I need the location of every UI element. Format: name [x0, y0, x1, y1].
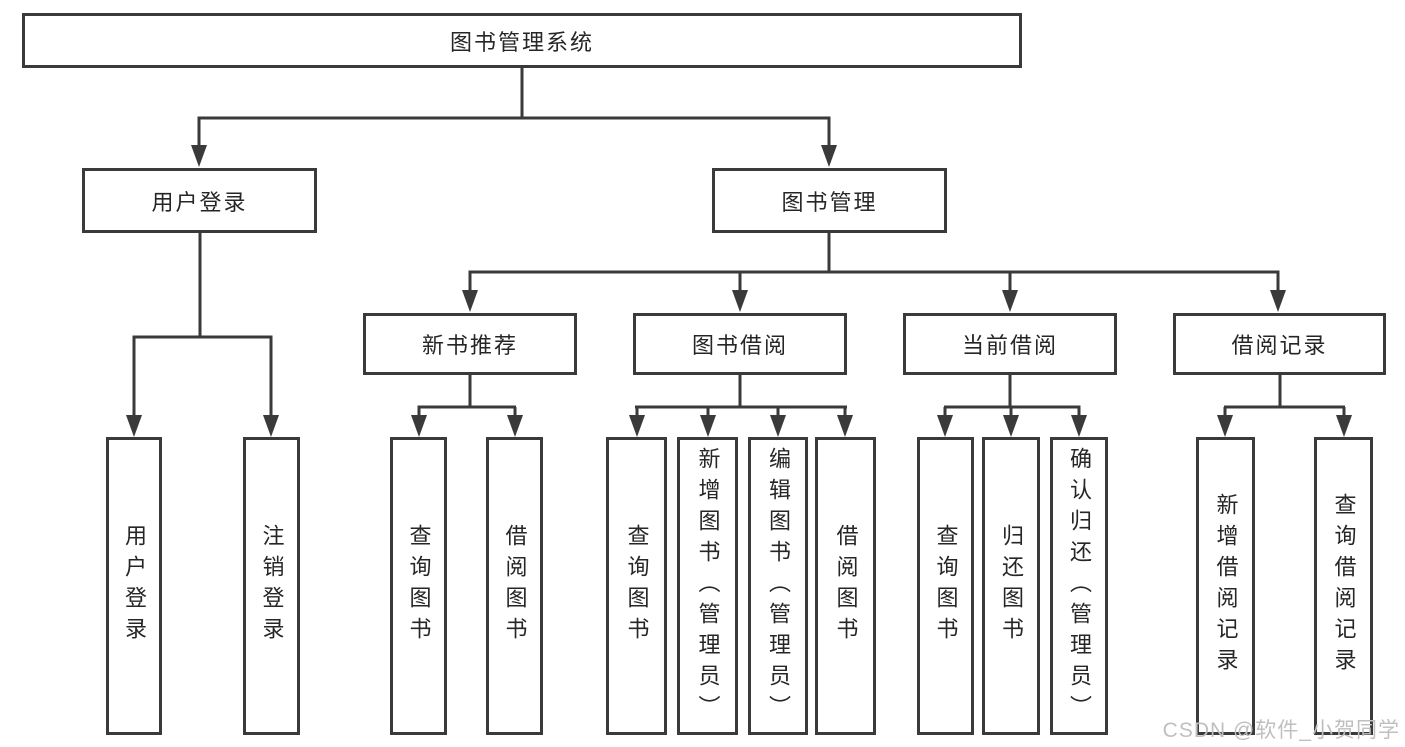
leaf-user-login: 用户登录 [106, 437, 162, 735]
node-label: 查询图书 [406, 524, 432, 648]
node-label: 借阅图书 [833, 524, 859, 648]
node-label: 查询图书 [624, 524, 650, 648]
node-label: 借阅记录 [1231, 333, 1328, 358]
leaf-query-books-current: 查询图书 [917, 437, 974, 735]
leaf-confirm-return-admin: 确认归还（管理员） [1050, 437, 1108, 735]
node-label: 查询图书 [933, 524, 959, 648]
node-label: 新增借阅记录 [1213, 493, 1239, 679]
leaf-query-books-borrowing: 查询图书 [606, 437, 667, 735]
leaf-edit-books-admin: 编辑图书（管理员） [748, 437, 808, 735]
node-label: 新增图书（管理员） [695, 446, 721, 726]
node-label: 新书推荐 [421, 333, 518, 358]
node-label: 图书管理系统 [449, 29, 594, 55]
leaf-logout: 注销登录 [243, 437, 300, 735]
leaf-add-books-admin: 新增图书（管理员） [677, 437, 738, 735]
node-book-management: 图书管理 [712, 168, 947, 233]
node-label: 用户登录 [151, 189, 248, 215]
leaf-borrow-books: 借阅图书 [815, 437, 876, 735]
node-label: 确认归还（管理员） [1067, 446, 1092, 726]
csdn-watermark: CSDN @软件_小贺同学 [1162, 719, 1400, 742]
node-label: 当前借阅 [961, 333, 1058, 358]
node-user-login: 用户登录 [82, 168, 317, 233]
node-borrowing-records: 借阅记录 [1173, 313, 1386, 375]
node-label: 查询借阅记录 [1331, 493, 1357, 679]
node-label: 归还图书 [999, 524, 1024, 648]
node-current-borrowing: 当前借阅 [903, 313, 1117, 375]
node-label: 借阅图书 [502, 524, 528, 648]
node-label: 图书管理 [781, 189, 878, 215]
node-label: 图书借阅 [691, 333, 788, 358]
node-book-borrowing: 图书借阅 [633, 313, 847, 375]
leaf-query-borrow-record: 查询借阅记录 [1314, 437, 1373, 735]
leaf-return-books: 归还图书 [982, 437, 1040, 735]
node-label: 编辑图书（管理员） [766, 446, 791, 726]
node-new-book-recommendation: 新书推荐 [363, 313, 577, 375]
node-library-management-system: 图书管理系统 [22, 13, 1022, 68]
leaf-query-books-recommendation: 查询图书 [390, 437, 447, 735]
node-label: 注销登录 [259, 524, 285, 648]
leaf-add-borrow-record: 新增借阅记录 [1196, 437, 1255, 735]
node-label: 用户登录 [122, 524, 147, 648]
leaf-borrow-books-recommendation: 借阅图书 [486, 437, 543, 735]
